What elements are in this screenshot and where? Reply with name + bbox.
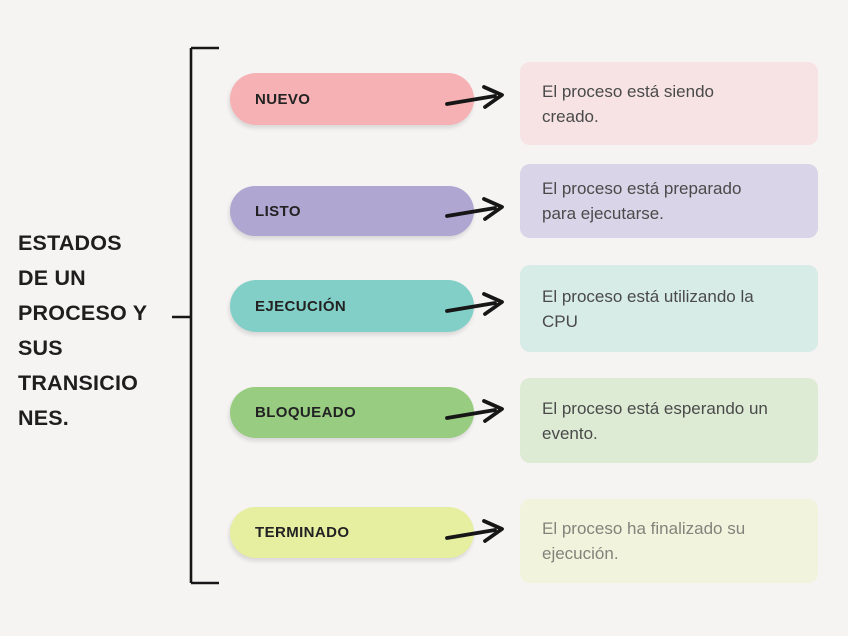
description-text: para ejecutarse. bbox=[542, 204, 664, 223]
title-line: SUS bbox=[18, 336, 63, 360]
description-box: El proceso está utilizando la CPU bbox=[520, 265, 818, 352]
arrow-right-icon bbox=[445, 292, 504, 316]
title-line: DE UN bbox=[18, 266, 86, 290]
state-pill-label: NUEVO bbox=[255, 90, 311, 108]
description-box: El proceso está preparado para ejecutarse… bbox=[520, 164, 818, 238]
state-pill: TERMINADO bbox=[230, 507, 474, 558]
description-box: El proceso ha finalizado su ejecución. bbox=[520, 499, 818, 583]
description-text: El proceso está utilizando la bbox=[542, 286, 754, 306]
arrow-right-icon bbox=[445, 197, 504, 221]
description-text: El proceso está preparado bbox=[542, 179, 742, 198]
title-line: ESTADOS bbox=[18, 231, 122, 255]
state-pill-label: LISTO bbox=[255, 202, 301, 220]
arrow-right-icon bbox=[445, 518, 504, 543]
arrow-right-icon bbox=[445, 398, 504, 423]
arrow-right-icon bbox=[445, 85, 504, 109]
description-text: evento. bbox=[542, 423, 598, 443]
title-line: PROCESO Y bbox=[18, 301, 148, 325]
description-box: El proceso está siendo creado. bbox=[520, 62, 818, 145]
diagram-title: ESTADOS DE UN PROCESO Y SUS TRANSICIO NES. bbox=[18, 226, 168, 436]
state-pill: EJECUCIÓN bbox=[230, 280, 474, 332]
description-text: El proceso está siendo bbox=[542, 81, 714, 101]
state-pill-label: EJECUCIÓN bbox=[255, 297, 347, 315]
description-text: El proceso está esperando un bbox=[542, 398, 768, 418]
state-pill: BLOQUEADO bbox=[230, 387, 474, 438]
state-pill: NUEVO bbox=[230, 73, 474, 125]
bracket-line bbox=[172, 46, 219, 585]
description-text: creado. bbox=[542, 106, 599, 126]
description-text: CPU bbox=[542, 311, 578, 331]
description-box: El proceso está esperando un evento. bbox=[520, 378, 818, 463]
state-pill: LISTO bbox=[230, 186, 474, 236]
title-line: TRANSICIO bbox=[18, 371, 139, 395]
description-text: ejecución. bbox=[542, 544, 619, 563]
state-pill-label: TERMINADO bbox=[255, 524, 350, 541]
description-text: El proceso ha finalizado su bbox=[542, 519, 746, 538]
state-pill-label: BLOQUEADO bbox=[255, 404, 357, 421]
title-line: NES. bbox=[18, 406, 69, 430]
